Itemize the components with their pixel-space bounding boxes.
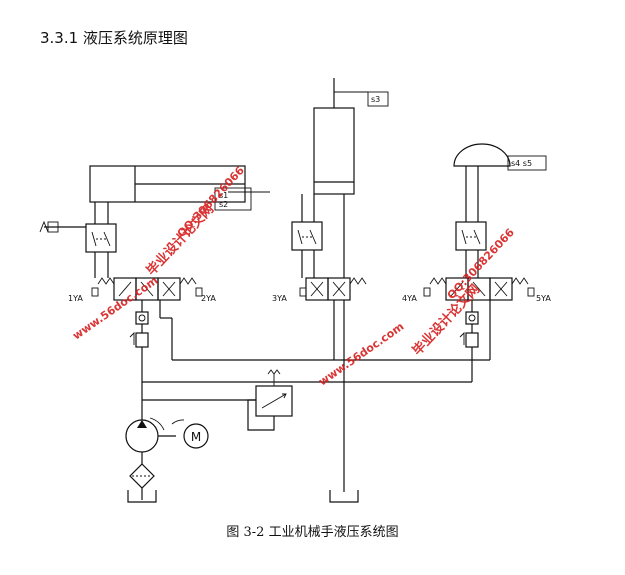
figure-caption: 图 3-2 工业机械手液压系统图 bbox=[226, 525, 399, 540]
sensor-s4-s5-box: s4 s5 bbox=[507, 155, 547, 171]
oil-filter bbox=[129, 463, 155, 489]
hydraulic-pump bbox=[125, 417, 176, 453]
watermark-layer: 毕业设计论文网 QQ:306826066 www.56doc.com www.5… bbox=[70, 164, 517, 389]
relief-valve bbox=[247, 369, 293, 431]
return-and-pressure-lines bbox=[141, 318, 490, 420]
electric-motor: M bbox=[171, 419, 209, 449]
left-flow-control-valve bbox=[39, 220, 86, 233]
sensor-s2-label: s2 bbox=[219, 200, 228, 209]
left-directional-valve bbox=[91, 277, 203, 301]
middle-directional-valve bbox=[299, 277, 367, 301]
left-horizontal-cylinder bbox=[89, 165, 270, 203]
vertical-cylinder bbox=[313, 78, 368, 195]
right-directional-valve bbox=[423, 277, 535, 301]
oil-tank-left bbox=[127, 490, 157, 503]
rotary-actuator bbox=[453, 143, 511, 167]
solenoid-5ya-label: 5YA bbox=[536, 294, 551, 303]
left-hydraulic-lock bbox=[85, 223, 117, 253]
sensor-s3-box: s3 bbox=[367, 91, 389, 107]
section-title: 3.3.1 液压系统原理图 bbox=[40, 29, 188, 47]
solenoid-4ya-label: 4YA bbox=[402, 294, 417, 303]
motor-symbol: M bbox=[191, 430, 201, 444]
oil-tank-middle bbox=[329, 490, 359, 503]
solenoid-3ya-label: 3YA bbox=[272, 294, 287, 303]
middle-hydraulic-lock bbox=[291, 221, 323, 251]
watermark-url-1: www.56doc.com bbox=[70, 274, 160, 343]
sensor-s1-label: s1 bbox=[219, 191, 228, 200]
right-check-valve bbox=[459, 311, 479, 348]
solenoid-1ya-label: 1YA bbox=[68, 294, 83, 303]
sensor-s1-s2-box: s1 s2 bbox=[214, 187, 252, 211]
left-check-valve bbox=[129, 311, 149, 348]
right-hydraulic-lock bbox=[455, 221, 487, 251]
solenoid-2ya-label: 2YA bbox=[201, 294, 216, 303]
sensor-s4-s5-label: s4 s5 bbox=[511, 159, 532, 168]
sensor-s3-label: s3 bbox=[371, 95, 380, 104]
watermark-url-2: www.56doc.com bbox=[316, 320, 406, 389]
